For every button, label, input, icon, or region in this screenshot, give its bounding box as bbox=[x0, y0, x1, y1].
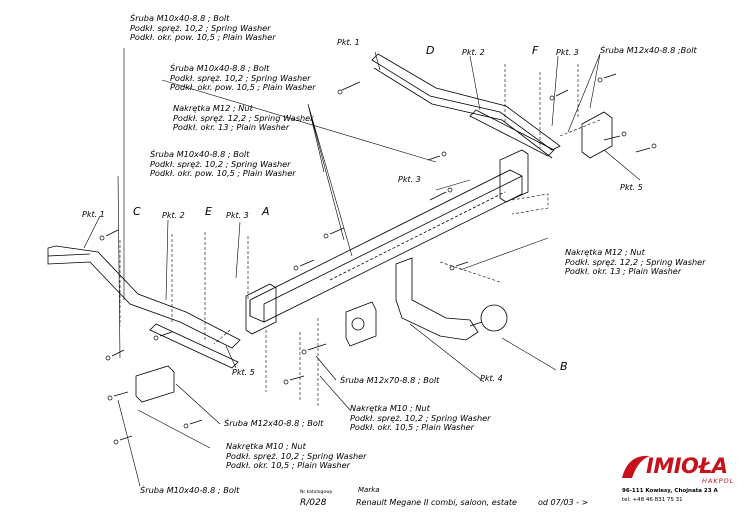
pkt-label: Pkt. 1 bbox=[337, 38, 360, 47]
company-phone: tel. +48 46 831 75 31 bbox=[622, 497, 683, 503]
callout-bolt-m12x70: Śruba M12x70-8.8 ; Bolt bbox=[340, 375, 440, 385]
top-arm bbox=[371, 53, 561, 151]
pkt-label: Pkt. 1 bbox=[82, 210, 105, 219]
left-strip bbox=[149, 323, 239, 369]
pkt-label: Pkt. 3 bbox=[226, 211, 249, 220]
logo-name: IMIOŁA bbox=[646, 454, 728, 478]
left-plate bbox=[245, 283, 277, 335]
left-arm bbox=[47, 245, 241, 349]
callout-nut-m10-center: Nakrętka M10 ; Nut Podkł. spręż. 10,2 ; … bbox=[350, 403, 491, 432]
ball-mount bbox=[395, 257, 479, 341]
callout-top-bolt: Śruba M10x40-8.8 ; Bolt Podkł. spręż. 10… bbox=[130, 13, 276, 42]
callout-bolt-m12x40-lower: Śruba M12x40-8.8 ; Bolt bbox=[224, 418, 324, 428]
part-letter-a: A bbox=[262, 205, 270, 218]
callout-nut-m10-lower: Nakrętka M10 ; Nut Podkł. spręż. 10,2 ; … bbox=[226, 441, 367, 470]
part-letter-f: F bbox=[532, 44, 539, 57]
part-letter-e: E bbox=[205, 205, 212, 218]
catalog-number: R/028 bbox=[300, 498, 327, 508]
callout-bolt-m10-bottom: Śruba M10x40-8.8 ; Bolt bbox=[140, 485, 240, 495]
tow-ball bbox=[480, 304, 508, 332]
pkt-label: Pkt. 2 bbox=[162, 211, 185, 220]
pkt-label: Pkt. 5 bbox=[620, 183, 643, 192]
top-strip bbox=[469, 109, 555, 157]
vehicle-model: Renault Megane II combi, saloon, estate bbox=[356, 498, 517, 507]
callout-nut-m12-right: Nakrętka M12 ; Nut Podkł. spręż. 12,2 ; … bbox=[565, 247, 706, 276]
company-address: 96-111 Kowiesy, Chojnata 23 A bbox=[622, 488, 718, 494]
pkt-label: Pkt. 2 bbox=[462, 48, 485, 57]
part-letter-b: B bbox=[560, 360, 568, 373]
catalog-label: Nr katalogowy bbox=[300, 490, 333, 495]
socket-plate bbox=[345, 301, 377, 347]
pkt-label: Pkt. 5 bbox=[232, 368, 255, 377]
cross-beam bbox=[249, 169, 523, 323]
lower-bracket bbox=[135, 365, 175, 403]
pkt-label: Pkt. 3 bbox=[556, 48, 579, 57]
imiola-logo: IMIOŁA HAKPOL bbox=[618, 450, 738, 500]
pkt-label: Pkt. 3 bbox=[398, 175, 421, 184]
part-letter-d: D bbox=[426, 44, 435, 57]
pkt-label: Pkt. 4 bbox=[480, 374, 503, 383]
right-plate bbox=[499, 149, 529, 203]
right-bracket bbox=[581, 111, 613, 159]
part-letter-c: C bbox=[133, 205, 141, 218]
logo-swoosh-icon bbox=[622, 455, 650, 478]
callout-nut-m12-upper: Nakrętka M12 ; Nut Podkł. spręż. 12,2 ; … bbox=[173, 103, 314, 132]
callout-second-bolt: Śruba M10x40-8.8 ; Bolt Podkł. spręż. 10… bbox=[170, 63, 316, 92]
callout-right-bolt: Śruba M12x40-8.8 ;Bolt bbox=[600, 45, 697, 55]
callout-left-bolt: Śruba M10x40-8.8 ; Bolt Podkł. spręż. 10… bbox=[150, 149, 296, 178]
brand-label: Marka bbox=[358, 486, 380, 494]
production-date: od 07/03 - > bbox=[538, 498, 589, 507]
logo-subtitle: HAKPOL bbox=[702, 477, 735, 485]
